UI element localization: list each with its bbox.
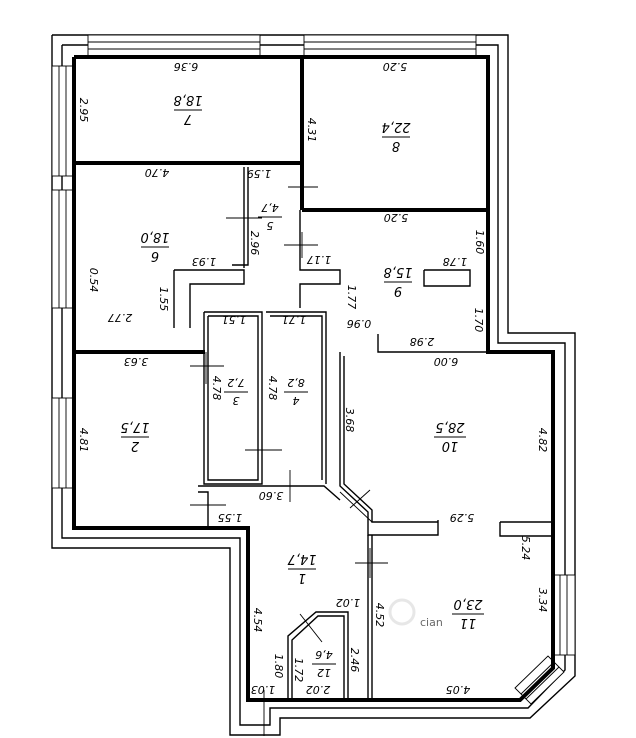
dim-label: 2.77 [108, 311, 133, 324]
dim-label: 3.63 [124, 355, 149, 368]
dim-label: 1.03 [251, 683, 276, 696]
dim-label: 4.78 [210, 376, 223, 401]
room-id-8: 8 [392, 138, 400, 153]
dim-label: 1.02 [336, 596, 361, 609]
dim-label: 5.20 [384, 211, 409, 224]
dim-label: 1.80 [272, 654, 285, 679]
dim-label: 1.72 [292, 658, 305, 683]
dimension-labels: 6.36 2.95 5.20 4.31 4.70 1.59 2.96 0.54 … [77, 60, 549, 696]
dim-label: 1.78 [443, 255, 468, 268]
dim-label: 0.54 [87, 268, 100, 293]
dim-label: 1.71 [282, 313, 307, 326]
room-labels: 7 18,8 8 22,4 6 18,0 5 4,7 9 15,8 3 7,2 [121, 92, 484, 679]
dim-label: 2.95 [77, 98, 90, 123]
dim-label: 3.60 [259, 489, 284, 502]
dim-label: 4.70 [145, 166, 170, 179]
dim-label: 4.31 [305, 118, 318, 143]
dim-label: 5.29 [450, 511, 475, 524]
room-id-7: 7 [183, 111, 192, 126]
dim-label: 6.00 [434, 355, 459, 368]
dim-label: 5.24 [519, 536, 532, 561]
room-id-10: 10 [442, 438, 459, 453]
room-area-2: 17,5 [121, 419, 150, 434]
dim-label: 0.96 [347, 317, 372, 330]
dim-label: 2.46 [348, 648, 361, 673]
room-area-10: 28,5 [436, 419, 465, 434]
room-id-4: 4 [293, 394, 300, 407]
room-id-2: 2 [131, 438, 139, 453]
room-id-5: 5 [267, 219, 274, 232]
partition-walls [173, 167, 554, 700]
room-id-12: 12 [317, 666, 331, 679]
room-area-1: 14,7 [287, 551, 317, 566]
room-id-11: 11 [460, 615, 477, 630]
room-area-12: 4,6 [315, 648, 333, 661]
dim-label: 1.59 [247, 167, 272, 180]
dim-label: 4.81 [77, 428, 90, 453]
windows [51, 34, 576, 705]
dim-label: 1.55 [157, 287, 170, 312]
room-area-4: 8,2 [287, 376, 305, 389]
room-area-9: 15,8 [384, 264, 413, 279]
dim-label: 1.93 [192, 255, 217, 268]
room-id-3: 3 [233, 394, 240, 407]
room-id-1: 1 [298, 570, 306, 585]
dim-label: 4.05 [446, 683, 471, 696]
room-area-3: 7,2 [227, 376, 245, 389]
dim-label: 4.54 [251, 608, 264, 633]
dim-label: 6.36 [174, 60, 199, 73]
watermark: cian [388, 598, 443, 629]
room-area-7: 18,8 [174, 92, 203, 107]
dim-label: 1.60 [473, 230, 486, 255]
dim-label: 2.02 [306, 683, 331, 696]
room-area-8: 22,4 [382, 119, 411, 134]
dim-label: 1.55 [218, 511, 243, 524]
room-area-5: 4,7 [261, 201, 279, 214]
room-id-6: 6 [151, 248, 159, 263]
dim-label: 4.78 [266, 376, 279, 401]
dim-label: 2.96 [248, 231, 261, 256]
dim-label: 4.82 [536, 428, 549, 453]
room-id-9: 9 [394, 283, 402, 298]
room-area-6: 18,0 [141, 229, 170, 244]
dim-label: 1.70 [472, 308, 485, 333]
dim-label: 4.52 [373, 603, 386, 628]
dim-label: 1.17 [307, 253, 332, 266]
dim-label: 3.34 [536, 588, 549, 613]
door-marks [190, 172, 388, 736]
outer-walls [51, 34, 576, 736]
dim-label: 1.77 [345, 285, 358, 310]
room-area-11: 23,0 [454, 596, 483, 611]
dim-label: 1.51 [222, 313, 247, 326]
watermark-text: cian [420, 616, 443, 629]
dim-label: 5.20 [383, 60, 408, 73]
dim-label: 2.98 [410, 335, 435, 348]
dim-label: 3.68 [343, 408, 356, 433]
